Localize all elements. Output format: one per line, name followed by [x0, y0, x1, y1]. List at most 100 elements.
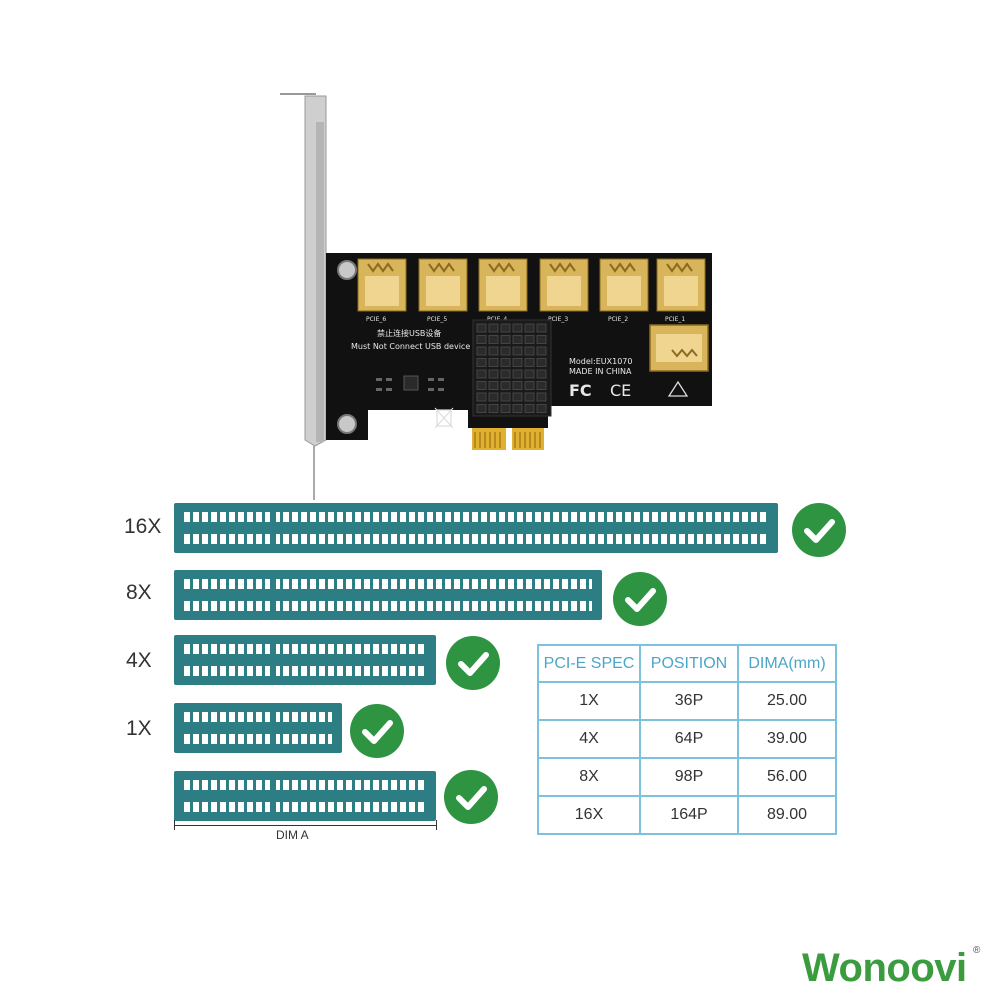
fc-mark: FC [569, 381, 592, 400]
heatsink-fin [524, 346, 535, 356]
heatsink [472, 319, 552, 417]
heatsink-fin [536, 369, 547, 379]
heatsink-fin [536, 404, 547, 413]
check-icon-8x [613, 572, 667, 626]
pcie-slot-16x [174, 503, 778, 553]
edge-pin [539, 432, 541, 448]
cell-spec: 1X [537, 681, 641, 721]
heatsink-fin [512, 358, 523, 367]
warning-cn-text: 禁止连接USB设备 [377, 328, 441, 338]
slot-key [270, 642, 276, 678]
table-header-row: PCI-E SPEC POSITION DIMA(mm) [537, 644, 837, 683]
warning-en-text: Must Not Connect USB device [351, 342, 470, 351]
heatsink-fin [476, 369, 487, 379]
table-row: 16X 164P 89.00 [537, 795, 837, 835]
usb-port-label: PCIE_2 [608, 316, 628, 323]
heatsink-fin [476, 404, 487, 413]
pcie-spec-table: PCI-E SPEC POSITION DIMA(mm) 1X 36P 25.0… [537, 644, 837, 835]
dim-label: DIM A [276, 828, 309, 842]
heatsink-fin [476, 392, 487, 402]
usb-port: PCIE_4 [478, 258, 528, 323]
heatsink-fin [476, 358, 487, 367]
dim-tick-right [436, 820, 437, 830]
edge-pin [494, 432, 496, 448]
heatsink-fin [524, 335, 535, 344]
cell-position: 36P [639, 681, 739, 721]
heatsink-fin [500, 335, 511, 344]
registered-mark: ® [973, 945, 981, 956]
cell-dima: 39.00 [737, 719, 837, 759]
heatsink-fin [476, 335, 487, 344]
heatsink-fin [536, 381, 547, 390]
heatsink-fin [500, 369, 511, 379]
cell-spec: 16X [537, 795, 641, 835]
heatsink-fin [488, 392, 499, 402]
slot-label-8x: 8X [126, 581, 152, 604]
dim-line [174, 825, 436, 826]
slot-key [270, 510, 276, 546]
slot-pins-bottom [182, 599, 594, 613]
usb-port: PCIE_2 [599, 258, 649, 323]
model-text: Model:EUX1070 [569, 357, 632, 366]
weee-bin-icon [434, 407, 454, 429]
edge-pin [479, 432, 481, 448]
usb-port-label: PCIE_6 [366, 316, 386, 323]
heatsink-fin [500, 381, 511, 390]
slot-key [270, 710, 276, 746]
edge-pin [484, 432, 486, 448]
pcie-slot-dim-example [174, 771, 436, 821]
cell-dima: 56.00 [737, 757, 837, 797]
table-row: 8X 98P 56.00 [537, 757, 837, 797]
cell-dima: 25.00 [737, 681, 837, 721]
slot-label-4x: 4X [126, 649, 152, 672]
usb-port: PCIE_6 [357, 258, 407, 323]
heatsink-fin [536, 358, 547, 367]
heatsink-fin [536, 335, 547, 344]
heatsink-fin [524, 323, 535, 333]
slot-pins-top [182, 710, 334, 724]
metal-bracket [280, 93, 327, 500]
small-components [376, 378, 444, 391]
cell-position: 164P [639, 795, 739, 835]
slot-pins-bottom [182, 800, 428, 814]
heatsink-fin [488, 346, 499, 356]
pcie-slot-1x [174, 703, 342, 753]
heatsink-fin [512, 346, 523, 356]
heatsink-fin [476, 346, 487, 356]
heatsink-fin [476, 323, 487, 333]
heatsink-fin [512, 369, 523, 379]
header-pcie-spec: PCI-E SPEC [537, 644, 641, 683]
slot-pins-top [182, 510, 770, 524]
header-dima: DIMA(mm) [737, 644, 837, 683]
usb-port: PCIE_5 [418, 258, 468, 323]
heatsink-fin [488, 358, 499, 367]
origin-text: MADE IN CHINA [569, 367, 632, 376]
slot-pins-top [182, 778, 428, 792]
heatsink-fin [524, 404, 535, 413]
cell-spec: 8X [537, 757, 641, 797]
usb-port: PCIE_1 [656, 258, 706, 323]
edge-pin [519, 432, 521, 448]
check-icon-16x [792, 503, 846, 557]
slot-pins-top [182, 642, 428, 656]
slot-key [270, 577, 276, 613]
heatsink-fin [488, 323, 499, 333]
slot-pins-bottom [182, 532, 770, 546]
heatsink-fin [536, 392, 547, 402]
pcie-slot-4x [174, 635, 436, 685]
heatsink-fin [488, 404, 499, 413]
ce-mark: CE [610, 381, 631, 400]
cell-position: 64P [639, 719, 739, 759]
heatsink-fin [488, 381, 499, 390]
usb-port-label: PCIE_5 [427, 316, 447, 323]
check-icon-4x [446, 636, 500, 690]
pcie-gold-edge [472, 428, 544, 450]
heatsink-fin [524, 381, 535, 390]
slot-key [270, 778, 276, 814]
heatsink-fin [536, 346, 547, 356]
edge-pin [499, 432, 501, 448]
heatsink-fin [488, 369, 499, 379]
pcie-slot-8x [174, 570, 602, 620]
edge-pin [529, 432, 531, 448]
